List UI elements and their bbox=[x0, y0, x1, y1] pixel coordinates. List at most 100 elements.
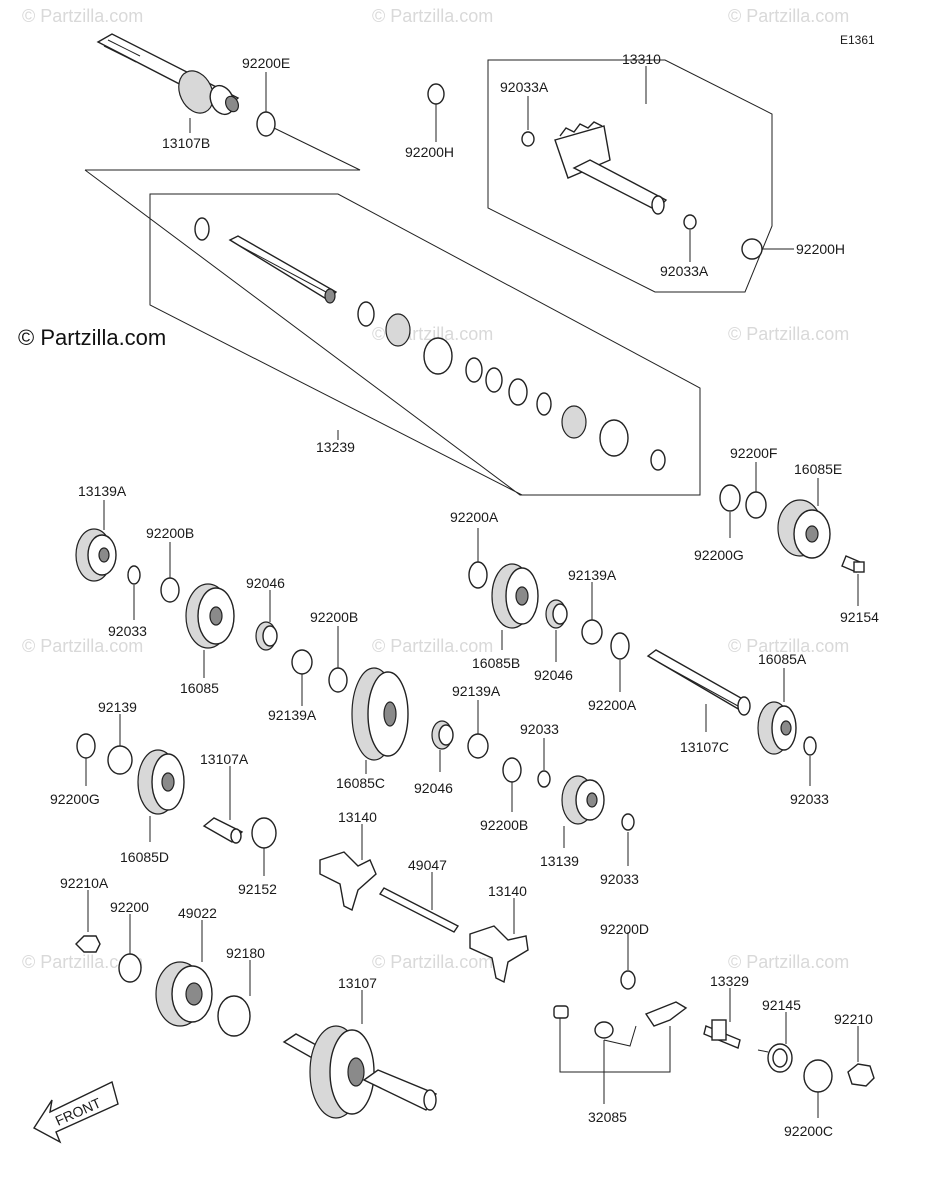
part-92139A-collar-2[interactable] bbox=[467, 733, 489, 759]
label-92033-4: 92033 bbox=[790, 791, 829, 807]
label-92200C: 92200C bbox=[784, 1123, 833, 1139]
part-92210A-nut[interactable] bbox=[75, 935, 101, 953]
part-92200C-washer[interactable] bbox=[803, 1059, 833, 1093]
brand-mark: © Partzilla.com bbox=[18, 325, 166, 350]
part-13139-hub[interactable] bbox=[561, 775, 605, 825]
part-13107-output-shaft[interactable] bbox=[282, 1025, 438, 1119]
part-32085-lever-set[interactable] bbox=[553, 1001, 688, 1039]
part-92200H-washer-right[interactable] bbox=[741, 238, 763, 260]
watermark-3: © Partzilla.com bbox=[728, 6, 849, 26]
label-92145: 92145 bbox=[762, 997, 801, 1013]
label-92200B-3: 92200B bbox=[480, 817, 528, 833]
part-49047-rod[interactable] bbox=[378, 887, 460, 933]
label-92139: 92139 bbox=[98, 699, 137, 715]
part-92033A-clip-1[interactable] bbox=[521, 131, 535, 147]
label-92139A-3: 92139A bbox=[568, 567, 617, 583]
part-92046-bearing-3[interactable] bbox=[545, 599, 568, 629]
label-92200H-right: 92200H bbox=[796, 241, 845, 257]
label-92200A-1: 92200A bbox=[450, 509, 499, 525]
label-92046-3: 92046 bbox=[534, 667, 573, 683]
label-13107: 13107 bbox=[338, 975, 377, 991]
label-92200H-top: 92200H bbox=[405, 144, 454, 160]
part-92139-collar[interactable] bbox=[107, 745, 133, 775]
part-92200B-washer-2[interactable] bbox=[328, 667, 348, 693]
label-92046-1: 92046 bbox=[246, 575, 285, 591]
part-92154-bolt[interactable] bbox=[841, 555, 865, 573]
part-92152-collar[interactable] bbox=[251, 817, 277, 849]
watermark-5: © Partzilla.com bbox=[728, 324, 849, 344]
label-13107C: 13107C bbox=[680, 739, 729, 755]
part-92033-clip-1[interactable] bbox=[127, 565, 141, 585]
part-13107B-shaft[interactable] bbox=[96, 33, 241, 119]
watermark-layer: © Partzilla.com © Partzilla.com © Partzi… bbox=[22, 6, 849, 972]
part-92139A-collar-3[interactable] bbox=[581, 619, 603, 645]
part-16085D-gear[interactable] bbox=[137, 749, 185, 815]
part-92033-clip-2[interactable] bbox=[537, 770, 551, 788]
label-92200B-1: 92200B bbox=[146, 525, 194, 541]
label-16085E: 16085E bbox=[794, 461, 842, 477]
group-13310-outline bbox=[487, 59, 773, 293]
part-92200A-washer-2[interactable] bbox=[610, 632, 630, 660]
label-13107B: 13107B bbox=[162, 135, 210, 151]
label-92139A-2: 92139A bbox=[452, 683, 501, 699]
part-13139A-hub[interactable] bbox=[75, 528, 117, 582]
label-92033-2: 92033 bbox=[520, 721, 559, 737]
label-16085D: 16085D bbox=[120, 849, 169, 865]
label-92180: 92180 bbox=[226, 945, 265, 961]
label-92200G-1: 92200G bbox=[694, 547, 744, 563]
watermark-10: © Partzilla.com bbox=[372, 952, 493, 972]
watermark-7: © Partzilla.com bbox=[372, 636, 493, 656]
part-16085B-gear[interactable] bbox=[491, 563, 539, 629]
label-92210A: 92210A bbox=[60, 875, 109, 891]
label-92033A-1: 92033A bbox=[500, 79, 549, 95]
label-13139: 13139 bbox=[540, 853, 579, 869]
part-92145-spring[interactable] bbox=[757, 1043, 793, 1073]
part-13239-assembly[interactable] bbox=[194, 217, 666, 471]
label-92033-1: 92033 bbox=[108, 623, 147, 639]
part-92200-washer[interactable] bbox=[118, 953, 142, 983]
label-32085: 32085 bbox=[588, 1109, 627, 1125]
part-13329-pin[interactable] bbox=[703, 1019, 741, 1049]
part-92200G-washer-1[interactable] bbox=[719, 484, 741, 512]
part-92046-bearing-2[interactable] bbox=[431, 720, 454, 750]
part-16085C-gear[interactable] bbox=[351, 667, 409, 761]
part-13310-shaft[interactable] bbox=[554, 121, 668, 215]
part-16085-gear[interactable] bbox=[185, 583, 235, 649]
part-92139A-collar-1[interactable] bbox=[291, 649, 313, 675]
part-16085A-gear[interactable] bbox=[757, 701, 797, 755]
label-92033A-2: 92033A bbox=[660, 263, 709, 279]
part-92200B-washer-3[interactable] bbox=[502, 757, 522, 783]
part-92200G-washer-2[interactable] bbox=[76, 733, 96, 759]
part-16085E-sprocket[interactable] bbox=[777, 499, 831, 559]
part-13107A-sleeve[interactable] bbox=[202, 817, 244, 844]
watermark-11: © Partzilla.com bbox=[728, 952, 849, 972]
bracket-32085 bbox=[559, 1018, 671, 1073]
part-92033-clip-4[interactable] bbox=[803, 736, 817, 756]
watermark-1: © Partzilla.com bbox=[22, 6, 143, 26]
label-49047: 49047 bbox=[408, 857, 447, 873]
part-92200H-washer-top[interactable] bbox=[427, 83, 445, 105]
part-92200F-washer[interactable] bbox=[745, 491, 767, 519]
label-92046-2: 92046 bbox=[414, 780, 453, 796]
part-92180-washer[interactable] bbox=[217, 995, 251, 1037]
bracket-32085-link bbox=[603, 1025, 637, 1047]
part-13140-fork-1[interactable] bbox=[319, 851, 377, 911]
part-92046-bearing-1[interactable] bbox=[255, 621, 278, 651]
label-13107A: 13107A bbox=[200, 751, 249, 767]
part-92210-nut[interactable] bbox=[847, 1063, 875, 1087]
part-92033A-clip-2[interactable] bbox=[683, 214, 697, 230]
label-13329: 13329 bbox=[710, 973, 749, 989]
label-16085B: 16085B bbox=[472, 655, 520, 671]
part-92200B-washer-1[interactable] bbox=[160, 577, 180, 603]
label-13140-1: 13140 bbox=[338, 809, 377, 825]
label-13139A: 13139A bbox=[78, 483, 127, 499]
part-13107C-shaft[interactable] bbox=[646, 649, 751, 716]
watermark-8: © Partzilla.com bbox=[728, 636, 849, 656]
part-92200A-washer-1[interactable] bbox=[468, 561, 488, 589]
part-13140-fork-2[interactable] bbox=[469, 925, 529, 984]
watermark-6: © Partzilla.com bbox=[22, 636, 143, 656]
part-92200D-washer[interactable] bbox=[620, 970, 636, 990]
part-92033-clip-3[interactable] bbox=[621, 813, 635, 831]
part-92200E-washer[interactable] bbox=[256, 111, 276, 137]
part-49022-gear[interactable] bbox=[155, 961, 213, 1027]
